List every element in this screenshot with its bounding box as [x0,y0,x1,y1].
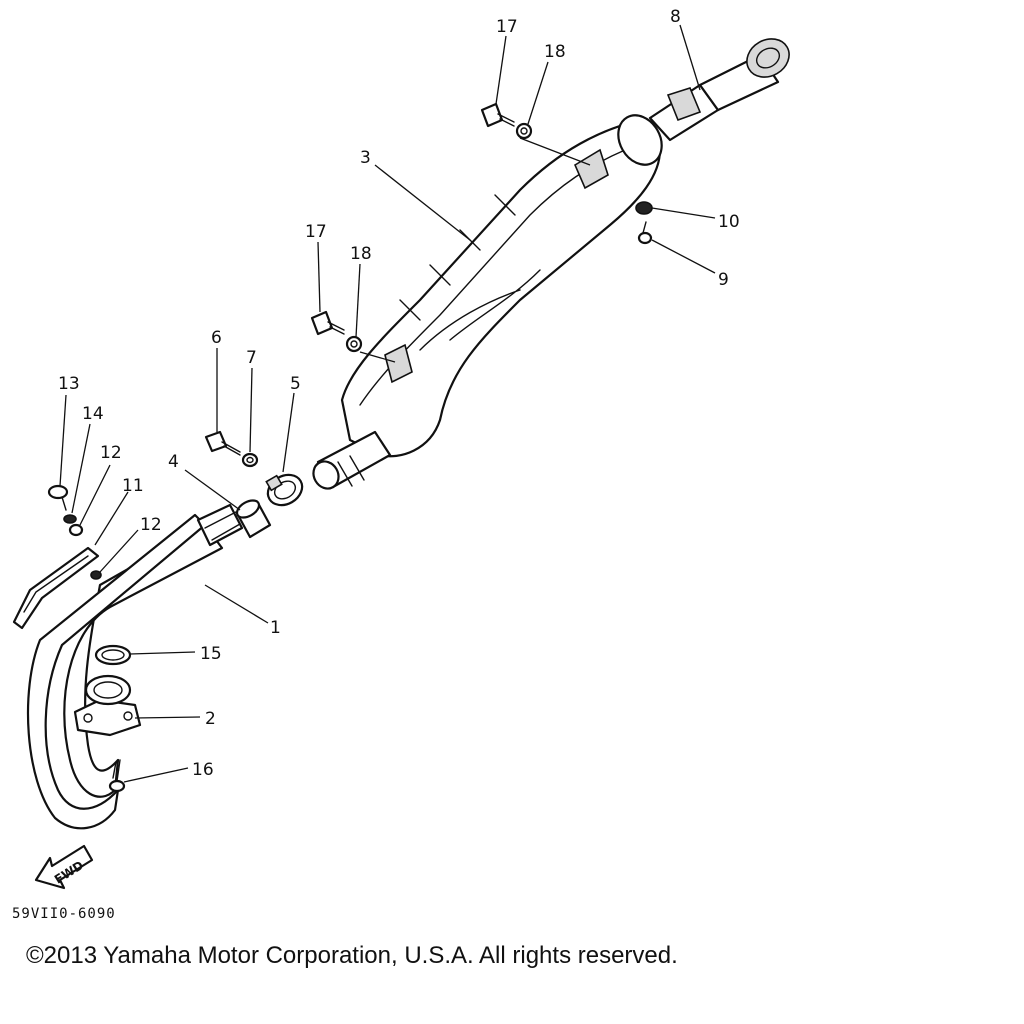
flange-bolt [108,759,126,793]
leader-lines [59,24,716,783]
damper-10 [635,201,653,215]
diagram-code: 59VII0-6090 [12,906,116,922]
exhaust-flange [73,674,142,737]
callout-5: 5 [290,374,301,394]
callout-10: 10 [718,212,740,232]
callout-17-upper: 17 [496,17,518,37]
clamp-band [265,473,304,507]
callout-7: 7 [246,348,257,368]
callout-14: 14 [82,404,104,424]
callout-2: 2 [205,709,216,729]
heat-protector [12,546,100,630]
callout-3: 3 [360,148,371,168]
callout-13: 13 [58,374,80,394]
pipe-joint [235,499,272,539]
callout-8: 8 [670,7,681,27]
callout-6: 6 [211,328,222,348]
callout-18-lower: 18 [350,244,372,264]
callout-9: 9 [718,270,729,290]
callout-11: 11 [122,476,144,496]
callout-17-lower: 17 [305,222,327,242]
callout-1: 1 [270,618,281,638]
gasket-ring [94,644,132,666]
bolt-9 [637,221,653,245]
callout-12-lower: 12 [140,515,162,535]
copyright-notice: ©2013 Yamaha Motor Corporation, U.S.A. A… [26,942,678,969]
callout-12-upper: 12 [100,443,122,463]
washer-14 [63,514,77,524]
washer-18-lower [345,335,363,353]
clamp-bolt-6 [204,430,241,456]
callout-16: 16 [192,760,214,780]
tail-pipe [648,38,790,142]
washer-7 [241,452,259,468]
callout-4: 4 [168,452,179,472]
washer-18-upper [515,122,533,140]
callouts: 1 2 3 4 5 6 7 8 9 10 11 12 12 13 14 15 1… [58,7,740,780]
bolt-17-upper [480,102,515,128]
grommet-12-lower [90,570,102,580]
bolt-17-lower [310,310,345,336]
callout-18-upper: 18 [544,42,566,62]
forward-arrow-icon: FWD [34,844,94,890]
screw-13 [47,484,69,511]
callout-15: 15 [200,644,222,664]
muffler [312,114,663,490]
grommet-12-upper [68,523,84,537]
